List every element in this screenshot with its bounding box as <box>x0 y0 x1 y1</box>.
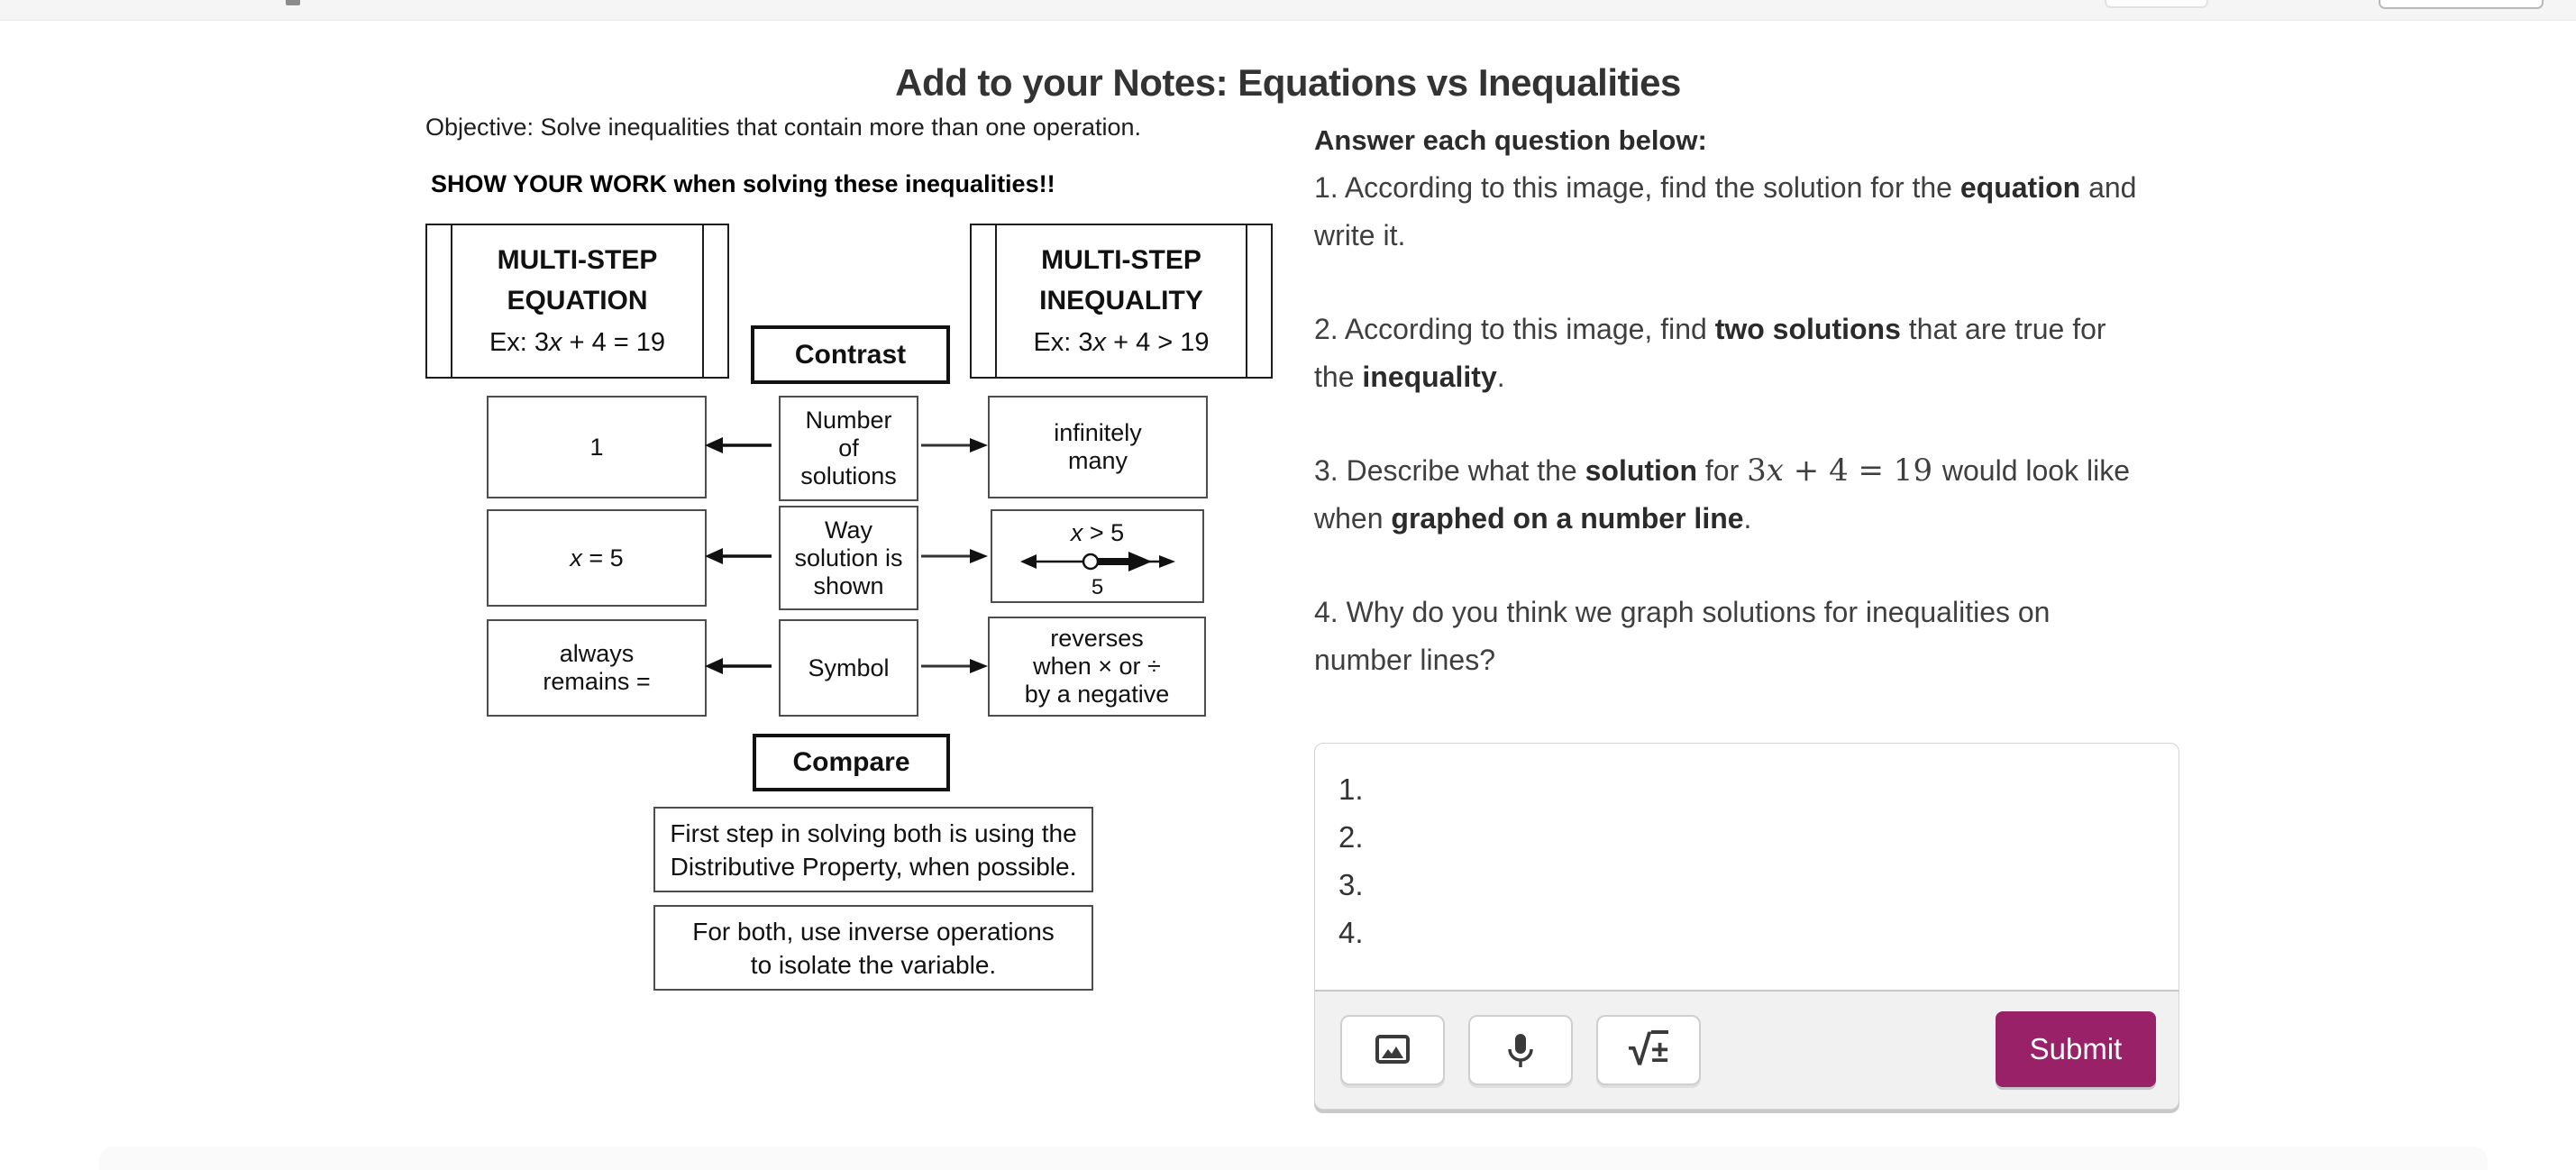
questions-heading: Answer each question below: <box>1314 124 1707 156</box>
number-line-graphic <box>1019 552 1175 571</box>
show-your-work-text: SHOW YOUR WORK when solving these inequa… <box>431 170 1055 197</box>
row1-left-arrow <box>705 437 772 453</box>
page-title: Add to your Notes: Equations vs Inequali… <box>895 61 1681 105</box>
row3-right-box: reverses when × or ÷ by a negative <box>988 617 1206 717</box>
equation-header-box: MULTI-STEP EQUATION Ex: 3x + 4 = 19 <box>425 224 729 379</box>
record-audio-button[interactable] <box>1468 1015 1573 1085</box>
answer-input[interactable]: 1. 2. 3. 4. <box>1315 744 2179 992</box>
row3-left-arrow <box>705 658 772 674</box>
cutoff-toolbar-fragment <box>286 0 300 5</box>
number-line-label: 5 <box>1091 575 1104 599</box>
row2-middle-box: Way solution is shown <box>779 506 918 610</box>
row3-left-box: always remains = <box>487 619 707 717</box>
equation-title-line2: EQUATION <box>507 286 648 315</box>
insert-image-button[interactable] <box>1340 1015 1445 1085</box>
next-section-edge <box>99 1147 2488 1170</box>
inequality-example: Ex: 3x + 4 > 19 <box>1033 328 1210 357</box>
row2-right-arrow <box>921 549 988 563</box>
question-1: 1. According to this image, find the sol… <box>1314 171 2137 251</box>
top-bar <box>0 0 2576 21</box>
compare-box: Compare <box>753 734 950 791</box>
insert-equation-button[interactable]: √± <box>1596 1015 1701 1085</box>
microphone-icon <box>1508 1034 1533 1067</box>
row1-left-box: 1 <box>487 396 707 498</box>
answer-panel: 1. 2. 3. 4. √± Submit <box>1314 743 2179 1110</box>
inequality-header-box: MULTI-STEP INEQUALITY Ex: 3x + 4 > 19 <box>970 224 1273 379</box>
submit-button[interactable]: Submit <box>1996 1011 2156 1087</box>
row2-left-arrow <box>705 548 772 564</box>
row3-right-arrow <box>921 659 988 673</box>
equation-icon: √± <box>1629 1027 1668 1074</box>
question-2: 2. According to this image, find two sol… <box>1314 313 2106 393</box>
answer-line-4: 4. <box>1338 916 1364 949</box>
image-icon <box>1375 1035 1410 1064</box>
inequality-title-line1: MULTI-STEP <box>1041 245 1201 275</box>
contrast-box: Contrast <box>751 325 950 384</box>
row1-right-box: infinitely many <box>988 396 1208 498</box>
cutoff-button-right[interactable] <box>2379 0 2544 9</box>
inequality-title-line2: INEQUALITY <box>1039 286 1203 315</box>
question-3: 3. Describe what the solution for 3x + 4… <box>1314 452 2130 535</box>
cutoff-button-left[interactable] <box>2105 0 2208 8</box>
row1-middle-box: Number of solutions <box>779 396 918 501</box>
answer-line-3: 3. <box>1338 868 1364 901</box>
row2-left-box: x = 5 <box>487 509 707 607</box>
inverse-operations-box: For both, use inverse operations to isol… <box>653 905 1093 991</box>
equation-example: Ex: 3x + 4 = 19 <box>489 328 666 357</box>
answer-toolbar: √± Submit <box>1315 992 2179 1109</box>
question-4: 4. Why do you think we graph solutions f… <box>1314 596 2051 676</box>
objective-text: Objective: Solve inequalities that conta… <box>425 114 1141 141</box>
answer-line-2: 2. <box>1338 820 1364 854</box>
distributive-property-box: First step in solving both is using the … <box>653 807 1093 892</box>
answer-line-1: 1. <box>1338 772 1364 806</box>
equation-title-line1: MULTI-STEP <box>497 245 658 275</box>
row2-right-box: x > 5 5 <box>991 509 1204 603</box>
row1-right-arrow <box>921 438 988 452</box>
questions-column: Answer each question below: 1. According… <box>1314 117 2215 684</box>
row3-middle-box: Symbol <box>779 619 918 717</box>
